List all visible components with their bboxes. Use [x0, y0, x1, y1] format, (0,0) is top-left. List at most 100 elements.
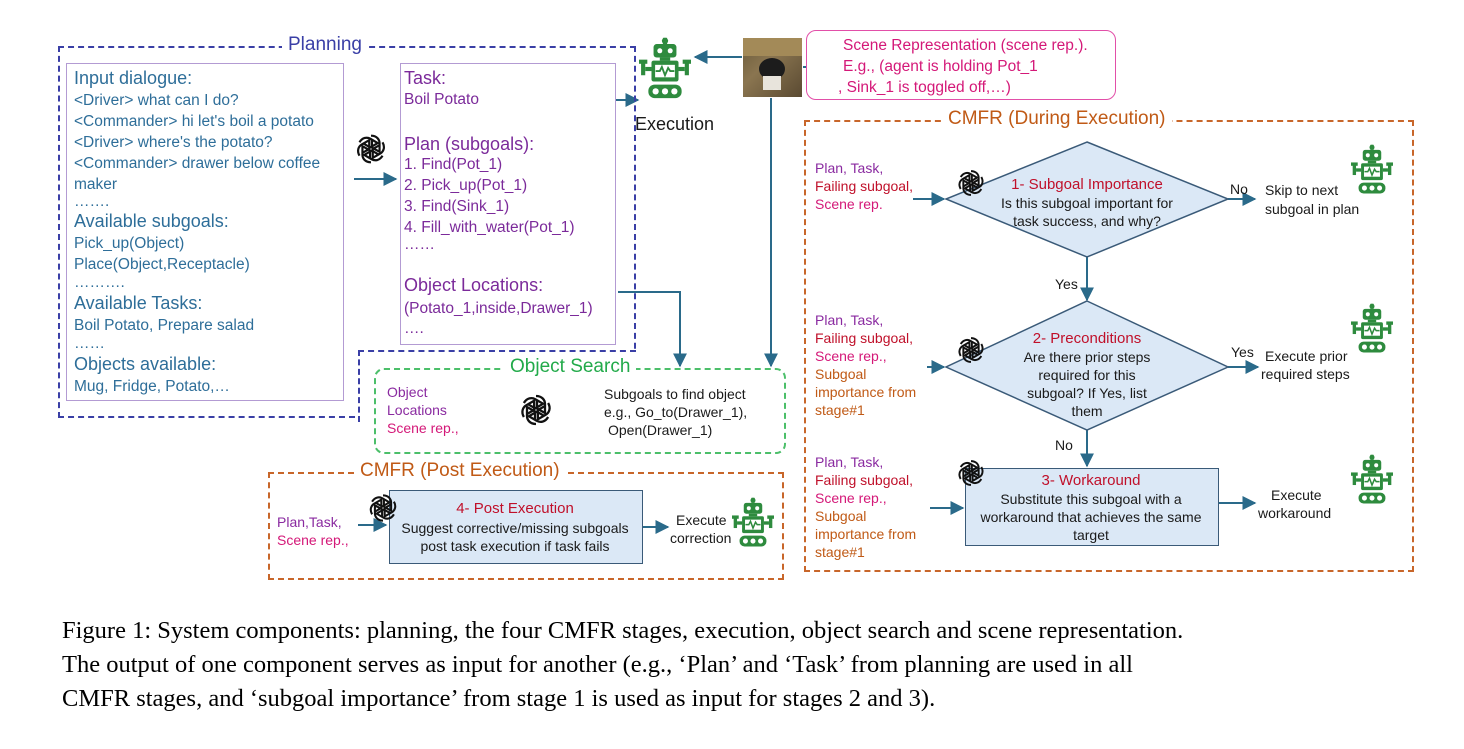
stage1-line: Is this subgoal important for: [1001, 195, 1173, 211]
stage2-no-label: No: [1055, 437, 1073, 453]
robot-icon: [1351, 143, 1393, 197]
stage1-no-result: subgoal in plan: [1265, 201, 1360, 217]
subgoal-line: Pick_up(Object): [74, 235, 185, 252]
locations-header: Object Locations:: [404, 275, 544, 295]
robot-icon: [1351, 453, 1393, 507]
figure-caption-line: CMFR stages, and ‘subgoal importance’ fr…: [62, 685, 936, 712]
stage3-input: Scene rep.,: [815, 490, 887, 506]
plan-item: 1. Find(Pot_1): [404, 156, 503, 173]
scene-rep-box: [806, 30, 1116, 100]
robot-icon: [639, 34, 691, 104]
post-execution-box-title: 4- Post Execution: [456, 500, 574, 517]
subgoal-line: ……….: [74, 274, 125, 291]
plan-item: 2. Pick_up(Pot_1): [404, 177, 528, 194]
stage1-input: Scene rep.: [815, 196, 883, 212]
openai-logo-icon: [954, 333, 988, 367]
scene-rep-line: , Sink_1 is toggled off,…): [838, 79, 1011, 96]
plan-header: Plan (subgoals):: [404, 134, 535, 154]
post-execution-box: [389, 490, 643, 564]
stage3-line: Substitute this subgoal with a: [1000, 491, 1182, 507]
stage2-line: them: [1071, 403, 1103, 419]
object-search-output: Subgoals to find object: [604, 386, 746, 402]
stage2-input: Scene rep.,: [815, 348, 887, 364]
stage2-input: Failing subgoal,: [815, 330, 914, 346]
scene-rep-line: Scene Representation (scene rep.).: [843, 37, 1088, 54]
object-search-title: Object Search: [504, 356, 637, 378]
stage3-input: Subgoal: [815, 508, 867, 524]
openai-logo-icon: [352, 130, 390, 168]
stage1-no-label: No: [1230, 181, 1248, 197]
stage2-input: Subgoal: [815, 366, 867, 382]
post-input: Scene rep.,: [277, 532, 349, 548]
task-line: Boil Potato, Prepare salad: [74, 317, 255, 334]
task-header: Task:: [404, 68, 447, 88]
object-search-output: Open(Drawer_1): [608, 422, 713, 438]
object-search-output: e.g., Go_to(Drawer_1),: [604, 404, 748, 420]
stage2-yes-label: Yes: [1231, 344, 1254, 360]
post-result: correction: [670, 530, 732, 546]
post-execution-title: CMFR (Post Execution): [354, 460, 566, 482]
post-input: Plan,Task,: [277, 514, 342, 530]
dialogue-line: …….: [74, 193, 110, 210]
figure-caption-line: Figure 1: System components: planning, t…: [62, 617, 1184, 644]
object-search-input: Object: [387, 384, 428, 400]
stage2-input: Plan, Task,: [815, 312, 884, 328]
stage1-title: 1- Subgoal Importance: [1011, 176, 1163, 193]
available-tasks-header: Available Tasks:: [74, 293, 203, 313]
stage2-line: required for this: [1038, 367, 1136, 383]
stage3-input: Failing subgoal,: [815, 472, 914, 488]
stage1-input: Failing subgoal,: [815, 178, 914, 194]
stage1-yes-label: Yes: [1055, 276, 1078, 292]
stage2-input: stage#1: [815, 402, 865, 418]
task-line: ……: [74, 335, 105, 352]
planning-input-box: [66, 63, 344, 401]
dialogue-line: <Driver> what can I do?: [74, 92, 239, 109]
post-execution-box-line: Suggest corrective/missing subgoals: [401, 520, 629, 536]
stage3-result: workaround: [1258, 505, 1332, 521]
dialogue-line: <Commander> drawer below coffee: [74, 155, 321, 172]
stage2-diamond: [944, 300, 1230, 431]
post-result: Execute: [676, 512, 727, 528]
stage2-yes-result: Execute prior: [1265, 348, 1348, 364]
robot-icon: [732, 497, 774, 549]
stage2-line: Are there prior steps: [1023, 349, 1151, 365]
stage2-title: 2- Preconditions: [1032, 330, 1142, 347]
stage3-input: importance from: [815, 526, 917, 542]
stage2-line: subgoal? If Yes, list: [1027, 385, 1147, 401]
stage2-yes-result: required steps: [1261, 366, 1350, 382]
plan-item: ……: [404, 236, 435, 253]
subgoal-line: Place(Object,Receptacle): [74, 256, 250, 273]
stage3-input: Plan, Task,: [815, 454, 884, 470]
openai-logo-icon: [516, 390, 556, 430]
execution-label: Execution: [635, 114, 715, 134]
objects-available-header: Objects available:: [74, 354, 217, 374]
plan-item: 3. Find(Sink_1): [404, 198, 510, 215]
object-search-input: Scene rep.,: [387, 420, 459, 436]
stage1-diamond: [944, 141, 1230, 258]
plan-item: 4. Fill_with_water(Pot_1): [404, 219, 575, 236]
task-value: Boil Potato: [404, 91, 479, 108]
input-dialogue-header: Input dialogue:: [74, 68, 193, 88]
stage3-title: 3- Workaround: [1041, 472, 1141, 489]
post-execution-box-line: post task execution if task fails: [420, 538, 610, 554]
available-subgoals-header: Available subgoals:: [74, 211, 229, 231]
stage1-input: Plan, Task,: [815, 160, 884, 176]
dialogue-line: <Driver> where's the potato?: [74, 134, 273, 151]
stage1-no-result: Skip to next: [1265, 182, 1339, 198]
stage3-result: Execute: [1271, 487, 1322, 503]
object-line: Mug, Fridge, Potato,…: [74, 378, 230, 395]
arrow-locations-to-search: [618, 291, 687, 368]
openai-logo-icon: [954, 166, 988, 200]
stage3-line: target: [1073, 527, 1109, 543]
location-item: ….: [404, 320, 424, 337]
during-execution-title: CMFR (During Execution): [942, 108, 1172, 130]
stage3-box: [965, 468, 1219, 546]
dialogue-line: maker: [74, 176, 118, 193]
planning-title: Planning: [282, 34, 368, 56]
robot-icon: [1351, 302, 1393, 356]
planning-output-box: [400, 63, 616, 345]
stage2-input: importance from: [815, 384, 917, 400]
stage3-input: stage#1: [815, 544, 865, 560]
location-item: (Potato_1,inside,Drawer_1): [404, 300, 593, 317]
